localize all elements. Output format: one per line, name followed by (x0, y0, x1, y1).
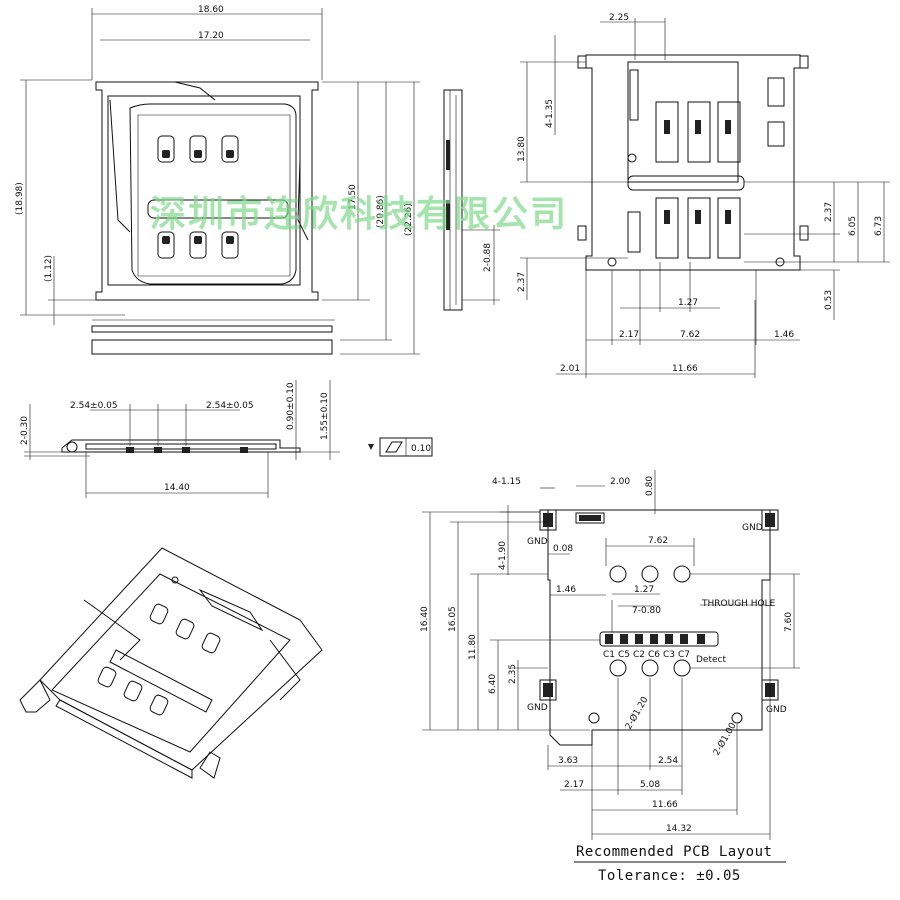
pcb-dim-2-d1-00: 2-Ø1.00 (711, 721, 739, 758)
contact-pads (147, 135, 289, 259)
pcb-dim-4-1-90: 4-1.90 (498, 541, 508, 570)
dim-2-25: 2.25 (609, 13, 629, 23)
dim-6-73: 6.73 (874, 216, 884, 236)
flatness-value: 0.10 (411, 444, 431, 454)
tolerance-note: Tolerance: ±0.05 (598, 868, 741, 884)
through-hole-label: THROUGH HOLE (701, 599, 776, 609)
pcb-dim-11-80: 11.80 (468, 634, 478, 660)
pcb-dim-2-54: 2.54 (658, 756, 678, 766)
pcb-dim-0-08: 0.08 (553, 544, 573, 554)
pin-c1: C1 (603, 650, 615, 660)
dim-2-54-b: 2.54±0.05 (206, 401, 254, 411)
pcb-dim-14-32: 14.32 (666, 824, 692, 834)
pin-c6: C6 (648, 650, 660, 660)
pcb-dim-16-05: 16.05 (448, 606, 458, 632)
dim-4-1-35: 4-1.35 (545, 99, 555, 128)
dim-0-53: 0.53 (824, 290, 834, 310)
pcb-dim-6-40: 6.40 (488, 674, 498, 694)
pin-c2: C2 (633, 650, 645, 660)
dim-13-80: 13.80 (517, 136, 527, 162)
dim-1-55: 1.55±0.10 (320, 392, 330, 440)
dim-2-37-right: 2.37 (824, 202, 834, 222)
pcb-dim-1-27: 1.27 (634, 585, 654, 595)
pin-c3: C3 (663, 650, 675, 660)
dim-body-height: 17.50 (348, 184, 358, 210)
gnd-label-bl: GND (527, 703, 548, 713)
dim-11-66: 11.66 (672, 364, 698, 374)
dim-width-inner: 17.20 (198, 31, 224, 41)
pcb-dim-2-00: 2.00 (610, 477, 630, 487)
pcb-dim-16-40: 16.40 (420, 606, 430, 632)
isometric-view (19, 547, 323, 779)
dim-1-46: 1.46 (774, 330, 794, 340)
pcb-dim-7-0-80: 7-0.80 (632, 606, 661, 616)
dim-2-37-left: 2.37 (517, 272, 527, 292)
pcb-dim-7-62: 7.62 (648, 536, 668, 546)
dim-height-overall: (22.26) (404, 203, 414, 236)
iso-contacts (97, 603, 221, 716)
side-view: 2-0.88 (443, 89, 500, 311)
gnd-label-tr: GND (742, 523, 763, 533)
dim-side-pins: 2-0.88 (483, 243, 493, 272)
dim-2-01: 2.01 (560, 364, 580, 374)
dim-14-40: 14.40 (164, 483, 190, 493)
dim-2-0-30: 2-0.30 (20, 416, 30, 445)
dim-0-90: 0.90±0.10 (286, 382, 296, 430)
dim-height-ref: (18.98) (15, 182, 25, 215)
pcb-dim-5-08: 5.08 (640, 780, 660, 790)
pcb-dim-2-17: 2.17 (564, 780, 584, 790)
pcb-dim-3-63: 3.63 (558, 756, 578, 766)
pin-row (599, 631, 719, 647)
pin-c5: C5 (618, 650, 630, 660)
pcb-layout-title: Recommended PCB Layout (576, 844, 772, 860)
pcb-dim-2-35: 2.35 (508, 664, 518, 684)
pcb-layout: GND GND GND GND C1 C5 C2 C6 C3 C7 Detect… (420, 470, 800, 884)
pcb-dim-0-80: 0.80 (645, 476, 655, 496)
pcb-dim-11-66: 11.66 (652, 800, 678, 810)
dim-width-total: 18.60 (198, 5, 224, 15)
dim-height-with-tab: (20.86) (376, 195, 386, 228)
dim-6-05: 6.05 (848, 216, 858, 236)
dim-tab-offset: (1.12) (44, 255, 54, 282)
pin-c7: C7 (678, 650, 690, 660)
bottom-view: 2.25 4-1.35 13.80 2.37 6.05 6.73 2.37 1.… (517, 13, 890, 378)
dim-2-54-a: 2.54±0.05 (70, 401, 118, 411)
company-watermark: 深圳市连欣科技有限公司 (150, 194, 568, 235)
pcb-dim-7-60: 7.60 (784, 612, 794, 632)
gnd-label-br: GND (766, 705, 787, 715)
pcb-dim-4-1-15: 4-1.15 (492, 477, 521, 487)
front-view: 2-0.30 2.54±0.05 2.54±0.05 0.90±0.10 1.5… (20, 380, 433, 498)
gnd-label-tl: GND (527, 537, 548, 547)
dim-7-62: 7.62 (680, 330, 700, 340)
dim-1-27: 1.27 (678, 298, 698, 308)
top-view: 18.60 17.20 (18.98) (15, 5, 420, 355)
pin-detect: Detect (696, 655, 726, 665)
pcb-dim-2-d1-20: 2-Ø1.20 (623, 695, 651, 732)
dim-2-17: 2.17 (619, 330, 639, 340)
pcb-dim-1-46: 1.46 (556, 585, 576, 595)
